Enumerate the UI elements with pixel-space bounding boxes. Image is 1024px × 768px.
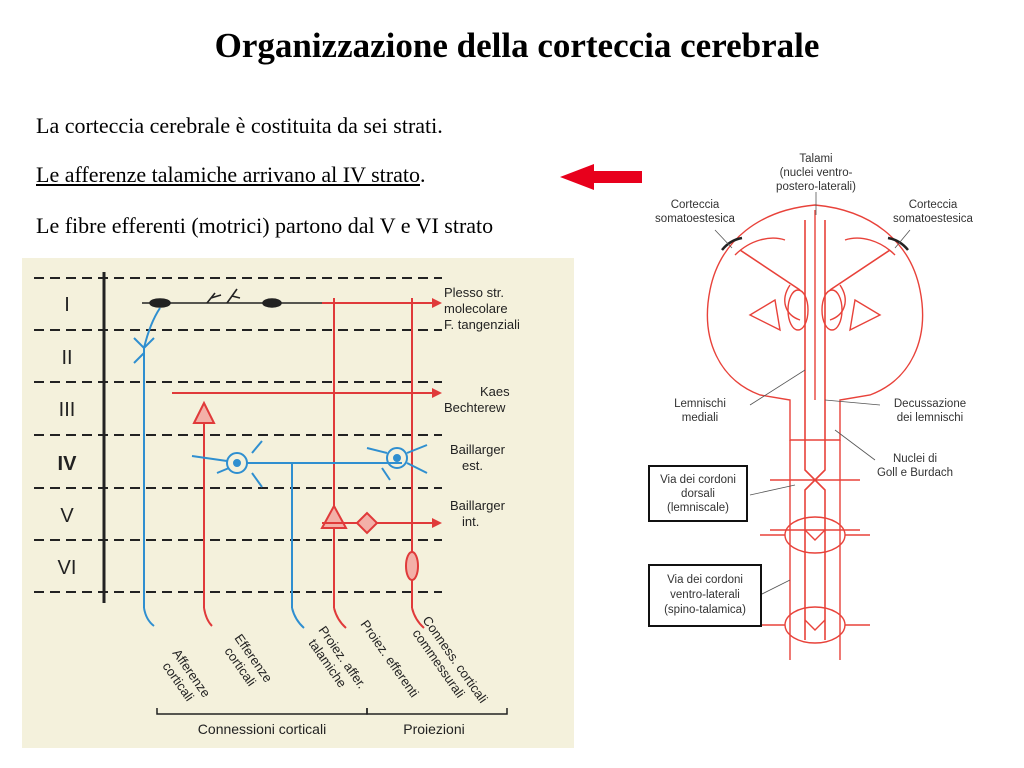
label-baillarger-int: Baillarger [450, 498, 506, 513]
label-molecolare: molecolare [444, 301, 508, 316]
label-lemnischi-2: mediali [682, 412, 718, 424]
label-ventral-3: (spino-talamica) [664, 604, 746, 616]
label-est: est. [462, 458, 483, 473]
text-line-efferent: Le fibre efferenti (motrici) partono dal… [36, 213, 493, 239]
text-line-thalamic: Le afferenze talamiche arrivano al IV st… [36, 162, 425, 188]
label-ventral-1: Via dei cordoni [667, 574, 743, 586]
layer-label-1: I [64, 294, 70, 316]
label-talami-3: postero-laterali) [776, 181, 856, 193]
label-decussazione-1: Decussazione [894, 398, 966, 410]
label-cortex-right-2: somatoestesica [893, 213, 974, 225]
thalamic-period: . [420, 162, 426, 187]
somatosensory-pathways-diagram: Talami (nuclei ventro- postero-laterali)… [640, 140, 990, 700]
label-cortex-right-1: Corteccia [909, 199, 958, 211]
layer-label-2: II [61, 347, 72, 369]
label-dorsal-3: (lemniscale) [667, 502, 729, 514]
layer-label-6: VI [58, 557, 77, 579]
label-ventral-2: ventro-laterali [670, 589, 740, 601]
thalamic-underlined-text: Le afferenze talamiche arrivano al IV st… [36, 162, 420, 187]
layer-label-3: III [59, 399, 76, 421]
label-decussazione-2: dei lemnischi [897, 412, 963, 424]
label-bechterew: Bechterew [444, 400, 506, 415]
label-lemnischi-1: Lemnischi [674, 398, 726, 410]
label-nuclei-2: Goll e Burdach [877, 467, 953, 479]
label-plesso: Plesso str. [444, 285, 504, 300]
label-talami-1: Talami [799, 153, 832, 165]
label-dorsal-1: Via dei cordoni [660, 474, 736, 486]
label-kaes: Kaes [480, 384, 510, 399]
label-talami-2: (nuclei ventro- [780, 167, 853, 179]
label-cortex-left-2: somatoestesica [655, 213, 736, 225]
left-arrow-icon [560, 162, 644, 192]
text-line-layers: La corteccia cerebrale è costituita da s… [36, 113, 443, 139]
label-baillarger-est: Baillarger [450, 442, 506, 457]
label-cortex-left-1: Corteccia [671, 199, 720, 211]
label-int: int. [462, 514, 479, 529]
label-nuclei-1: Nuclei di [893, 453, 937, 465]
group-label-connessioni: Connessioni corticali [198, 721, 326, 737]
layer-label-5: V [60, 505, 74, 527]
layer-label-4: IV [58, 453, 78, 475]
page-title: Organizzazione della corteccia cerebrale [0, 26, 1024, 66]
label-dorsal-2: dorsali [681, 488, 715, 500]
label-tangenziali: F. tangenziali [444, 317, 520, 332]
group-label-proiezioni: Proiezioni [403, 721, 464, 737]
cortical-layers-diagram: I II III IV V VI [22, 258, 574, 748]
